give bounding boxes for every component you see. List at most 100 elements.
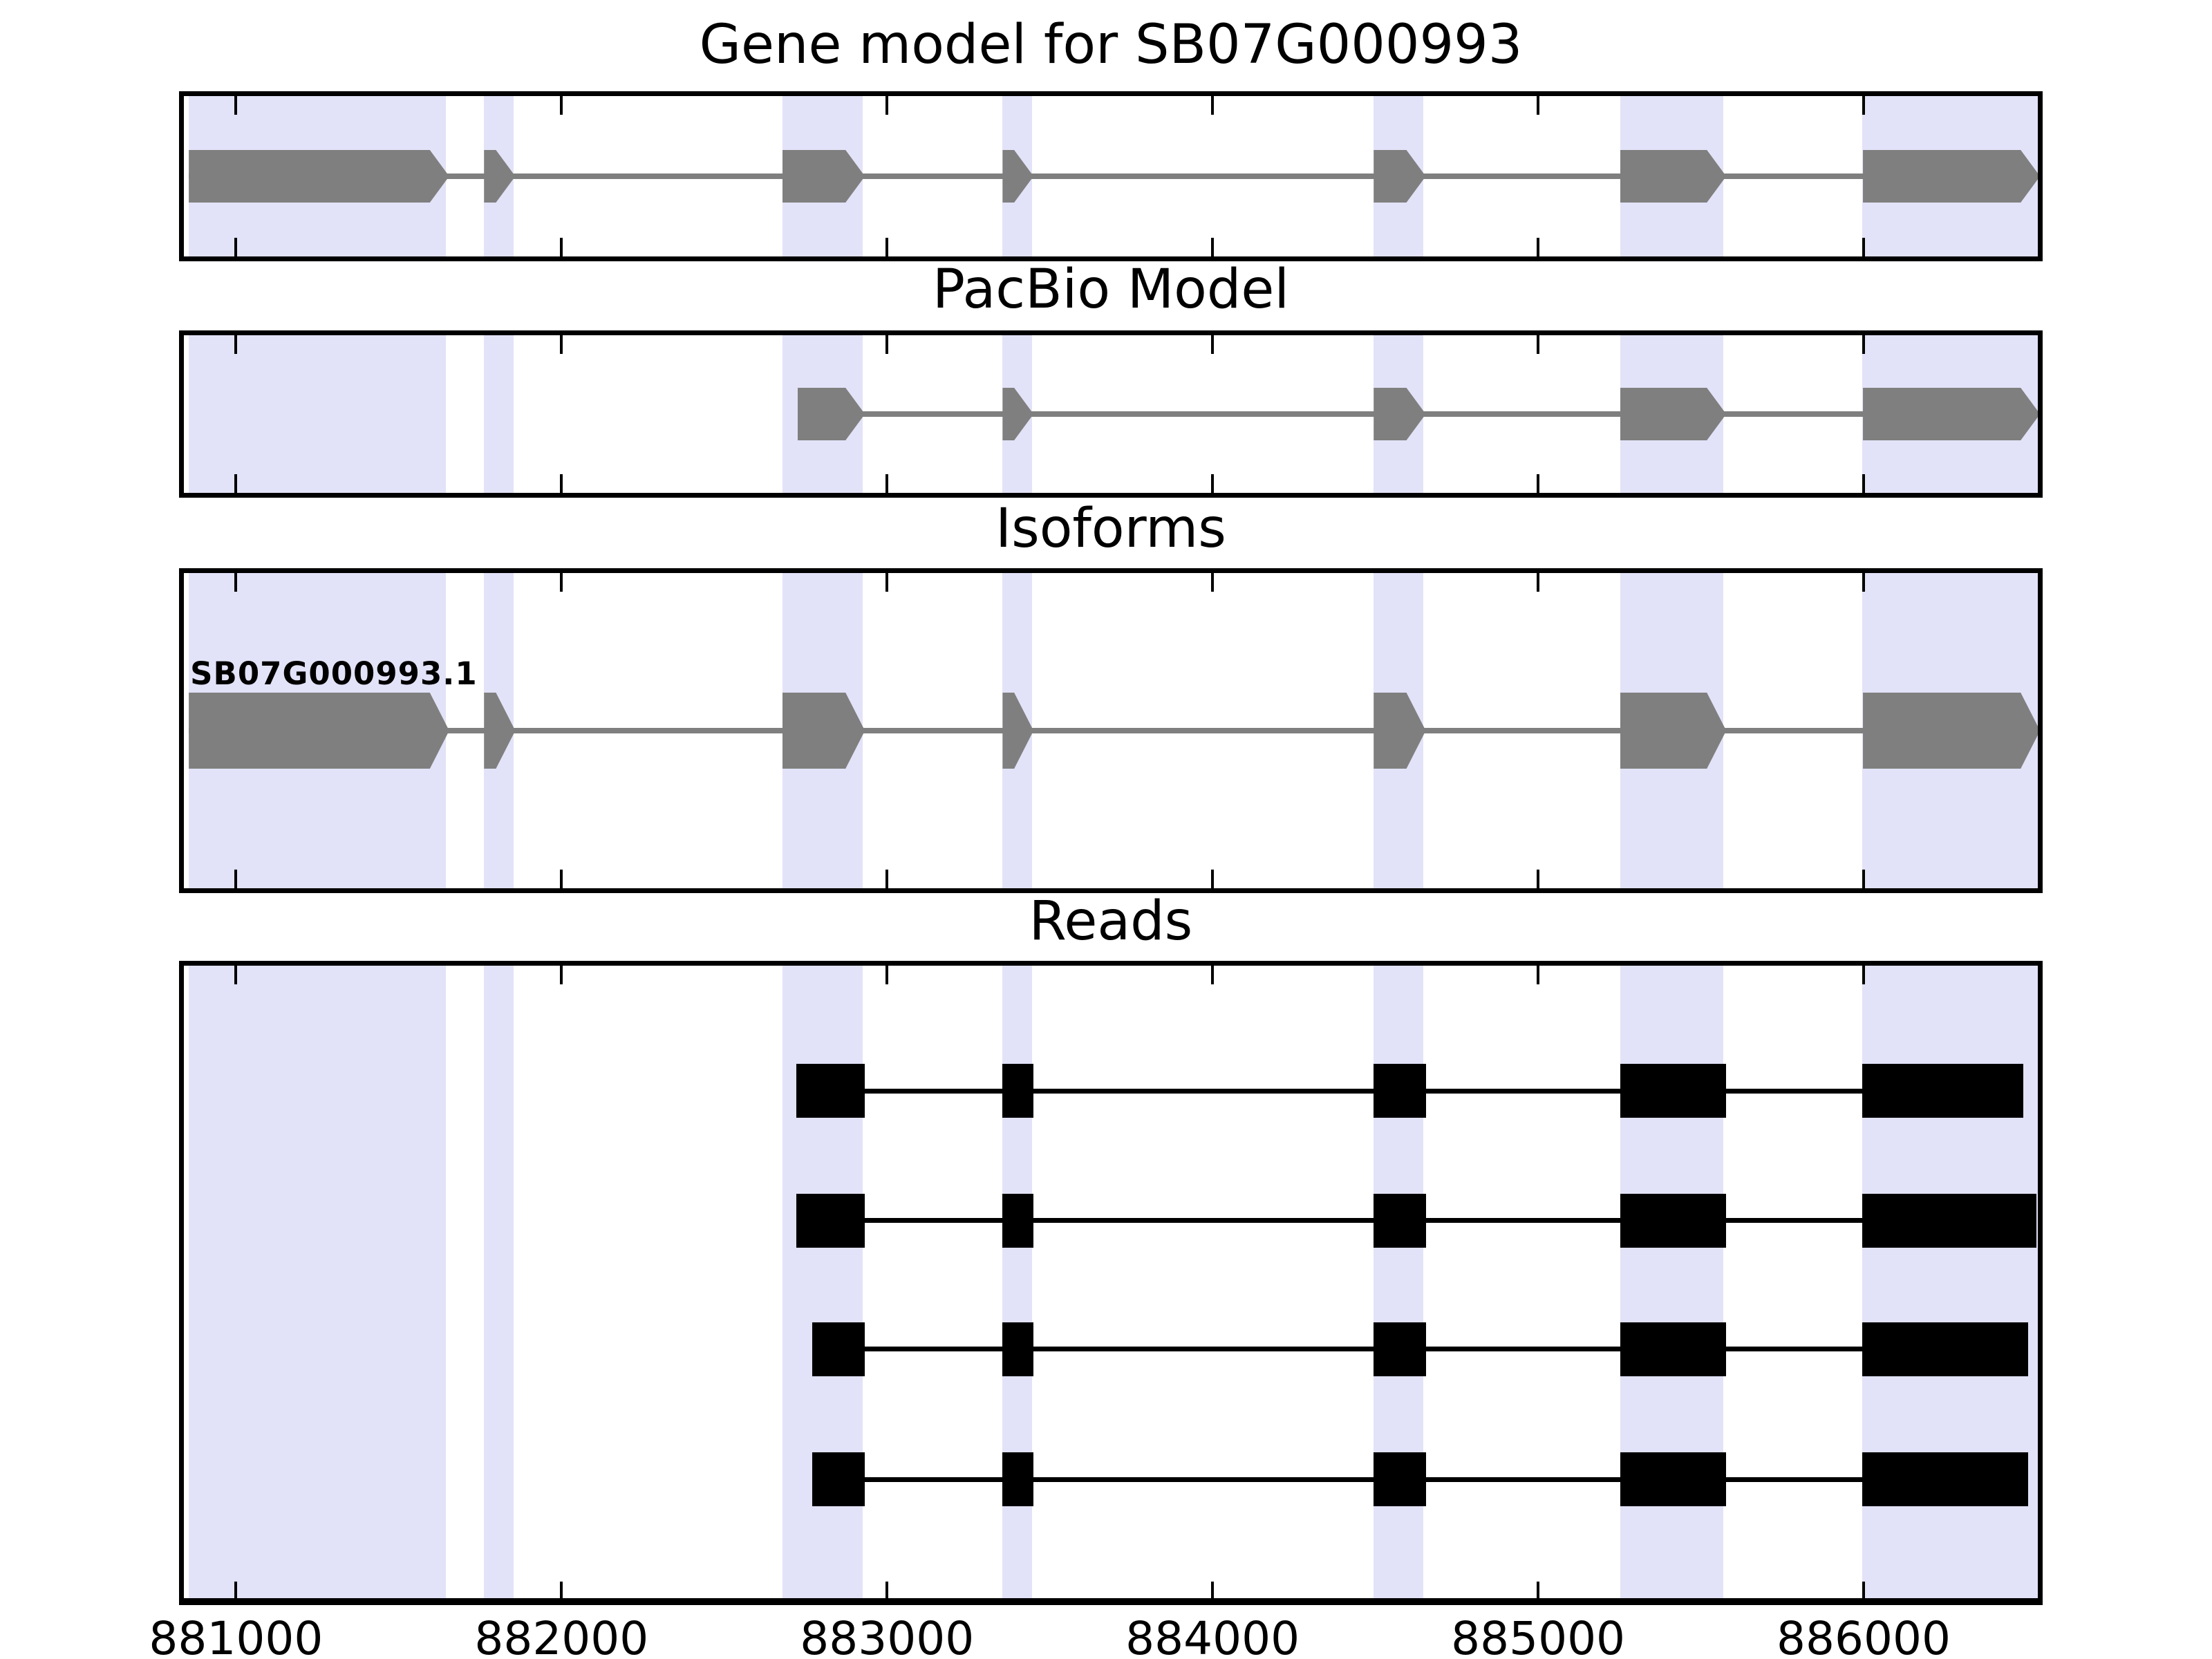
axis-tick	[560, 870, 563, 893]
read-block	[1374, 1322, 1426, 1376]
axis-tick	[1537, 91, 1540, 115]
axis-tick	[1211, 870, 1215, 893]
axis-tick	[885, 238, 889, 261]
intron-line	[189, 728, 2041, 733]
read-block	[812, 1452, 865, 1507]
axis-tick	[560, 474, 563, 498]
exon	[1863, 150, 2040, 203]
panel-title-gene-model: Gene model for SB07G000993	[699, 14, 1523, 76]
axis-tick	[560, 91, 563, 115]
axis-tick	[234, 91, 238, 115]
axis-tick	[1211, 568, 1215, 592]
read-block	[1002, 1064, 1034, 1118]
exon-highlight-band	[1620, 961, 1724, 1605]
axis-tick	[560, 238, 563, 261]
axis-tick	[1862, 330, 1865, 354]
exon-highlight-band	[782, 961, 863, 1605]
read-block	[1002, 1322, 1034, 1376]
axis-tick	[1862, 568, 1865, 592]
x-tick-label: 881000	[149, 1612, 324, 1659]
axis-tick	[1862, 870, 1865, 893]
gene-model-panel	[179, 91, 2043, 261]
axis-tick	[885, 91, 889, 115]
exon	[1863, 388, 2040, 440]
axis-tick	[1211, 474, 1215, 498]
read-block	[1862, 1452, 2028, 1507]
axis-tick	[1537, 238, 1540, 261]
read-block	[1620, 1193, 1727, 1248]
axis-tick	[1537, 568, 1540, 592]
axis-tick	[1211, 330, 1215, 354]
axis-tick	[885, 1582, 889, 1605]
exon	[1620, 388, 1727, 440]
axis-tick	[1537, 870, 1540, 893]
exon-highlight-band	[484, 330, 514, 498]
axis-tick	[234, 474, 238, 498]
exon-highlight-band	[484, 961, 514, 1605]
x-tick-label: 883000	[800, 1612, 975, 1659]
intron-line	[189, 174, 2041, 179]
axis-tick	[885, 870, 889, 893]
read-block	[1620, 1322, 1727, 1376]
axis-tick	[234, 568, 238, 592]
panel-title-reads: Reads	[1029, 890, 1193, 953]
x-tick-label: 886000	[1777, 1612, 1951, 1659]
read-block	[1002, 1193, 1034, 1248]
axis-tick	[1211, 961, 1215, 984]
reads-panel	[179, 961, 2043, 1605]
exon-highlight-band	[1002, 961, 1032, 1605]
read-block	[1002, 1452, 1034, 1507]
exon-highlight-band	[189, 330, 447, 498]
exon	[189, 693, 449, 769]
exon-highlight-band	[189, 961, 447, 1605]
axis-tick	[885, 568, 889, 592]
axis-tick	[1211, 238, 1215, 261]
axis-tick	[1537, 474, 1540, 498]
exon	[782, 150, 865, 203]
read-block	[1620, 1452, 1727, 1507]
axis-tick	[1862, 961, 1865, 984]
axis-tick	[560, 1582, 563, 1605]
axis-tick	[1537, 330, 1540, 354]
axis-tick	[234, 1582, 238, 1605]
pacbio-model-panel	[179, 330, 2043, 498]
read-block	[1374, 1193, 1426, 1248]
read-block	[1620, 1064, 1727, 1118]
axis-tick	[234, 238, 238, 261]
axis-tick	[885, 330, 889, 354]
axis-tick	[234, 870, 238, 893]
axis-tick	[1862, 474, 1865, 498]
exon	[1620, 693, 1727, 769]
exon	[782, 693, 865, 769]
axis-tick	[885, 961, 889, 984]
isoform-label: SB07G000993.1	[190, 655, 478, 692]
isoforms-panel: SB07G000993.1	[179, 568, 2043, 893]
axis-tick	[560, 961, 563, 984]
exon-highlight-band	[1374, 961, 1424, 1605]
x-tick-label: 885000	[1451, 1612, 1626, 1659]
read-block	[796, 1064, 865, 1118]
axis-tick	[1537, 1582, 1540, 1605]
axis-tick	[1211, 91, 1215, 115]
read-block	[1862, 1193, 2036, 1248]
exon	[189, 150, 449, 203]
read-block	[796, 1193, 865, 1248]
x-tick-label: 882000	[474, 1612, 649, 1659]
axis-tick	[1862, 238, 1865, 261]
read-block	[812, 1322, 865, 1376]
axis-tick	[234, 961, 238, 984]
axis-tick	[560, 330, 563, 354]
read-block	[1374, 1452, 1426, 1507]
panel-title-isoforms: Isoforms	[995, 498, 1226, 560]
read-block	[1374, 1064, 1426, 1118]
exon	[1863, 693, 2040, 769]
x-tick-label: 884000	[1125, 1612, 1300, 1659]
panel-title-pacbio-model: PacBio Model	[932, 259, 1290, 321]
read-block	[1862, 1322, 2028, 1376]
axis-tick	[560, 568, 563, 592]
axis-tick	[1862, 91, 1865, 115]
exon-highlight-band	[1862, 961, 2038, 1605]
axis-tick	[885, 474, 889, 498]
axis-tick	[234, 330, 238, 354]
